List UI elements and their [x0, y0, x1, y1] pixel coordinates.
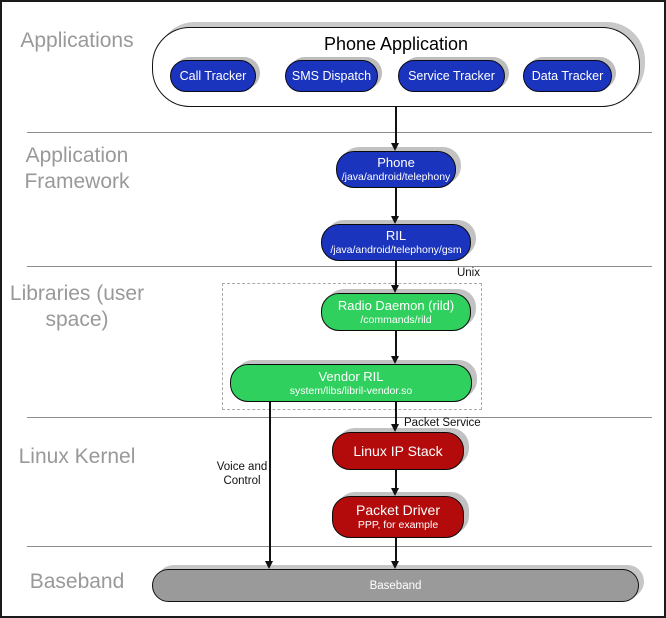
node-radio-daemon-subtitle: /commands/rild [360, 313, 432, 326]
node-phone-subtitle: /java/android/telephony [341, 171, 451, 183]
node-ril-title: RIL [385, 228, 407, 244]
arrow-ipstack-to-driver [395, 470, 397, 488]
arrowhead-ril-to-rild [391, 285, 399, 293]
chip-service-tracker: Service Tracker [398, 60, 505, 92]
arrow-ril-to-rild [395, 260, 397, 285]
node-packet-driver-subtitle: PPP, for example [357, 519, 439, 532]
section-label-linux-kernel: Linux Kernel [18, 445, 136, 468]
section-label-libraries: Libraries (user space) [9, 282, 145, 332]
node-packet-driver-title: Packet Driver [355, 502, 441, 519]
section-divider [27, 132, 652, 133]
baseband-bar: Baseband [152, 569, 639, 602]
unix-group-label: Unix [456, 267, 480, 279]
node-radio-daemon: Radio Daemon (rild) /commands/rild [321, 293, 471, 331]
node-phone: Phone /java/android/telephony [336, 151, 456, 188]
node-linux-ip-stack: Linux IP Stack [332, 432, 464, 470]
section-label-applications: Applications [20, 29, 134, 52]
arrow-vendor-to-baseband [269, 402, 271, 561]
node-vendor-ril: Vendor RIL system/libs/libril-vendor.so [230, 364, 472, 402]
node-linux-ip-stack-title: Linux IP Stack [353, 442, 443, 459]
section-label-application-framework: Application Framework [24, 144, 130, 194]
chip-data-tracker: Data Tracker [523, 60, 612, 92]
arrow-phone-to-ril [395, 188, 397, 216]
node-phone-title: Phone [377, 155, 415, 171]
node-vendor-ril-title: Vendor RIL [318, 368, 384, 384]
chip-call-tracker: Call Tracker [170, 60, 256, 92]
arrowhead-app-to-phone [391, 143, 399, 151]
arrow-app-to-phone [395, 107, 397, 143]
arrow-rild-to-vendor [395, 330, 397, 356]
section-divider [27, 417, 652, 418]
arrowhead-vendor-to-ipstack [391, 424, 399, 432]
arrowhead-driver-to-baseband [391, 561, 399, 569]
node-ril: RIL /java/android/telephony/gsm [321, 224, 471, 261]
node-packet-driver: Packet Driver PPP, for example [332, 496, 464, 538]
arrow-driver-to-baseband [395, 538, 397, 561]
section-divider [27, 266, 652, 267]
packet-service-label: Packet Service [404, 417, 481, 429]
arrowhead-phone-to-ril [391, 216, 399, 224]
unix-group-box [222, 283, 482, 410]
arrowhead-ipstack-to-driver [391, 488, 399, 496]
node-radio-daemon-title: Radio Daemon (rild) [337, 297, 455, 313]
phone-application-title: Phone Application [323, 34, 469, 54]
arrowhead-vendor-to-baseband [265, 561, 273, 569]
section-divider [27, 546, 652, 547]
section-label-baseband: Baseband [29, 570, 125, 593]
arrowhead-rild-to-vendor [391, 356, 399, 364]
node-ril-subtitle: /java/android/telephony/gsm [330, 244, 462, 256]
arrow-vendor-to-ipstack [395, 402, 397, 424]
phone-application-container: Phone Application Call Tracker SMS Dispa… [152, 27, 640, 107]
voice-control-label: Voice and Control [216, 461, 268, 488]
chip-sms-dispatch: SMS Dispatch [285, 60, 378, 92]
node-vendor-ril-subtitle: system/libs/libril-vendor.so [289, 384, 413, 397]
